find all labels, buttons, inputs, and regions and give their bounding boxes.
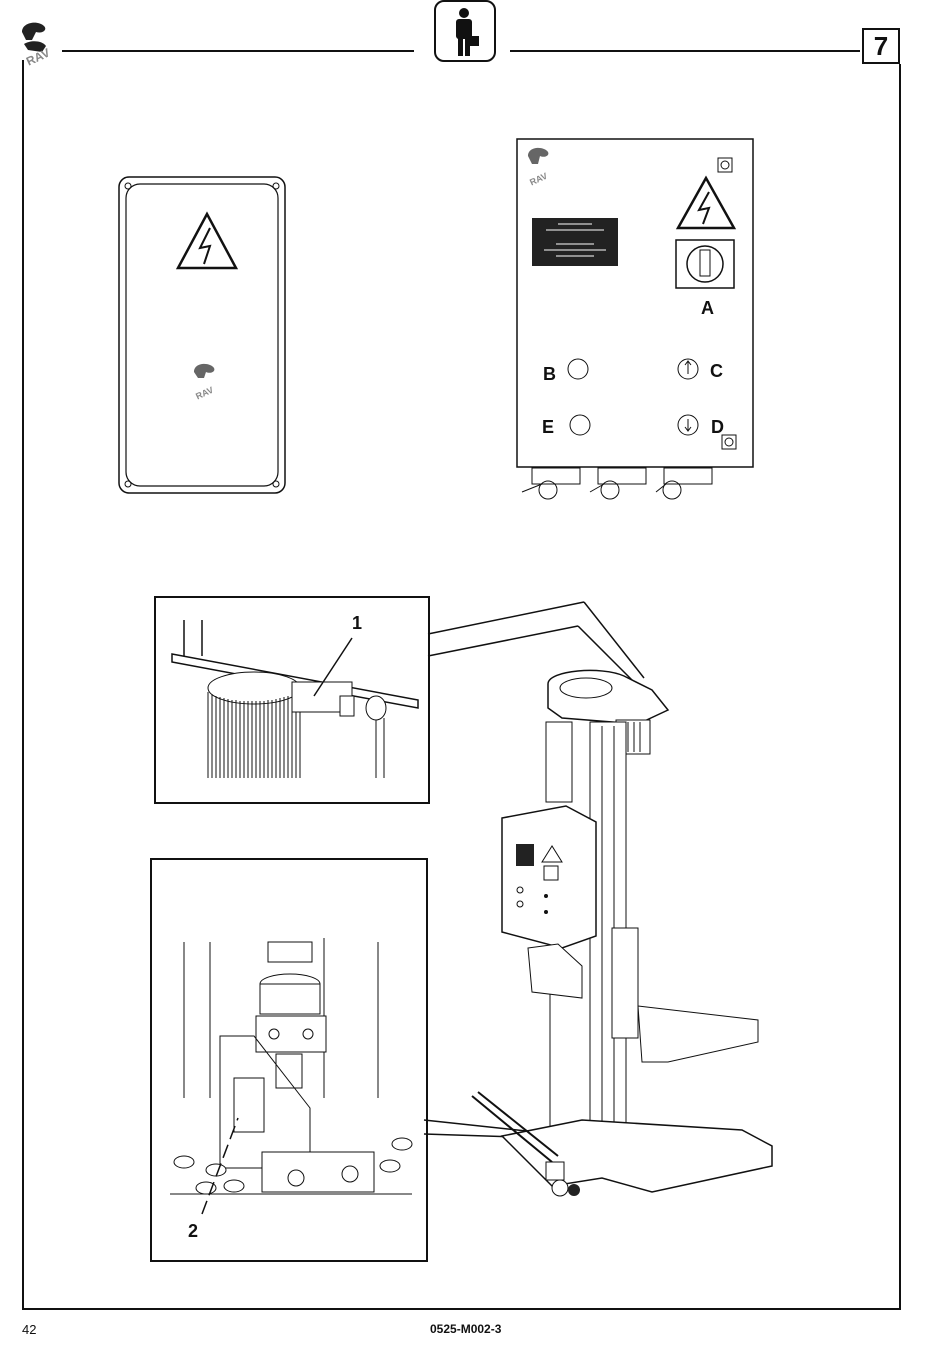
label-a: A — [701, 299, 714, 317]
frame-left-border — [22, 60, 24, 1310]
label-b: B — [543, 365, 556, 383]
cabinet-door-illustration: RAV — [118, 176, 286, 494]
chapter-number: 7 — [862, 28, 900, 64]
operator-figure-icon — [448, 6, 484, 58]
page-number: 42 — [22, 1322, 36, 1337]
frame-right-border — [899, 64, 901, 1310]
header-rule-left — [62, 50, 414, 52]
label-c: C — [710, 362, 723, 380]
detail-view-motor — [154, 596, 430, 804]
label-d: D — [711, 418, 724, 436]
frame-bottom-border — [22, 1308, 901, 1310]
control-panel-illustration: RAV — [516, 138, 756, 506]
label-e: E — [542, 418, 554, 436]
callout-2: 2 — [188, 1222, 198, 1240]
callout-1: 1 — [352, 614, 362, 632]
header-rule-right — [510, 50, 860, 52]
brand-logo: RAV — [16, 18, 62, 66]
document-code: 0525-M002-3 — [430, 1322, 501, 1336]
detail-view-base — [150, 858, 428, 1262]
section-icon-box — [434, 0, 496, 62]
column-lift-illustration — [462, 666, 780, 1222]
